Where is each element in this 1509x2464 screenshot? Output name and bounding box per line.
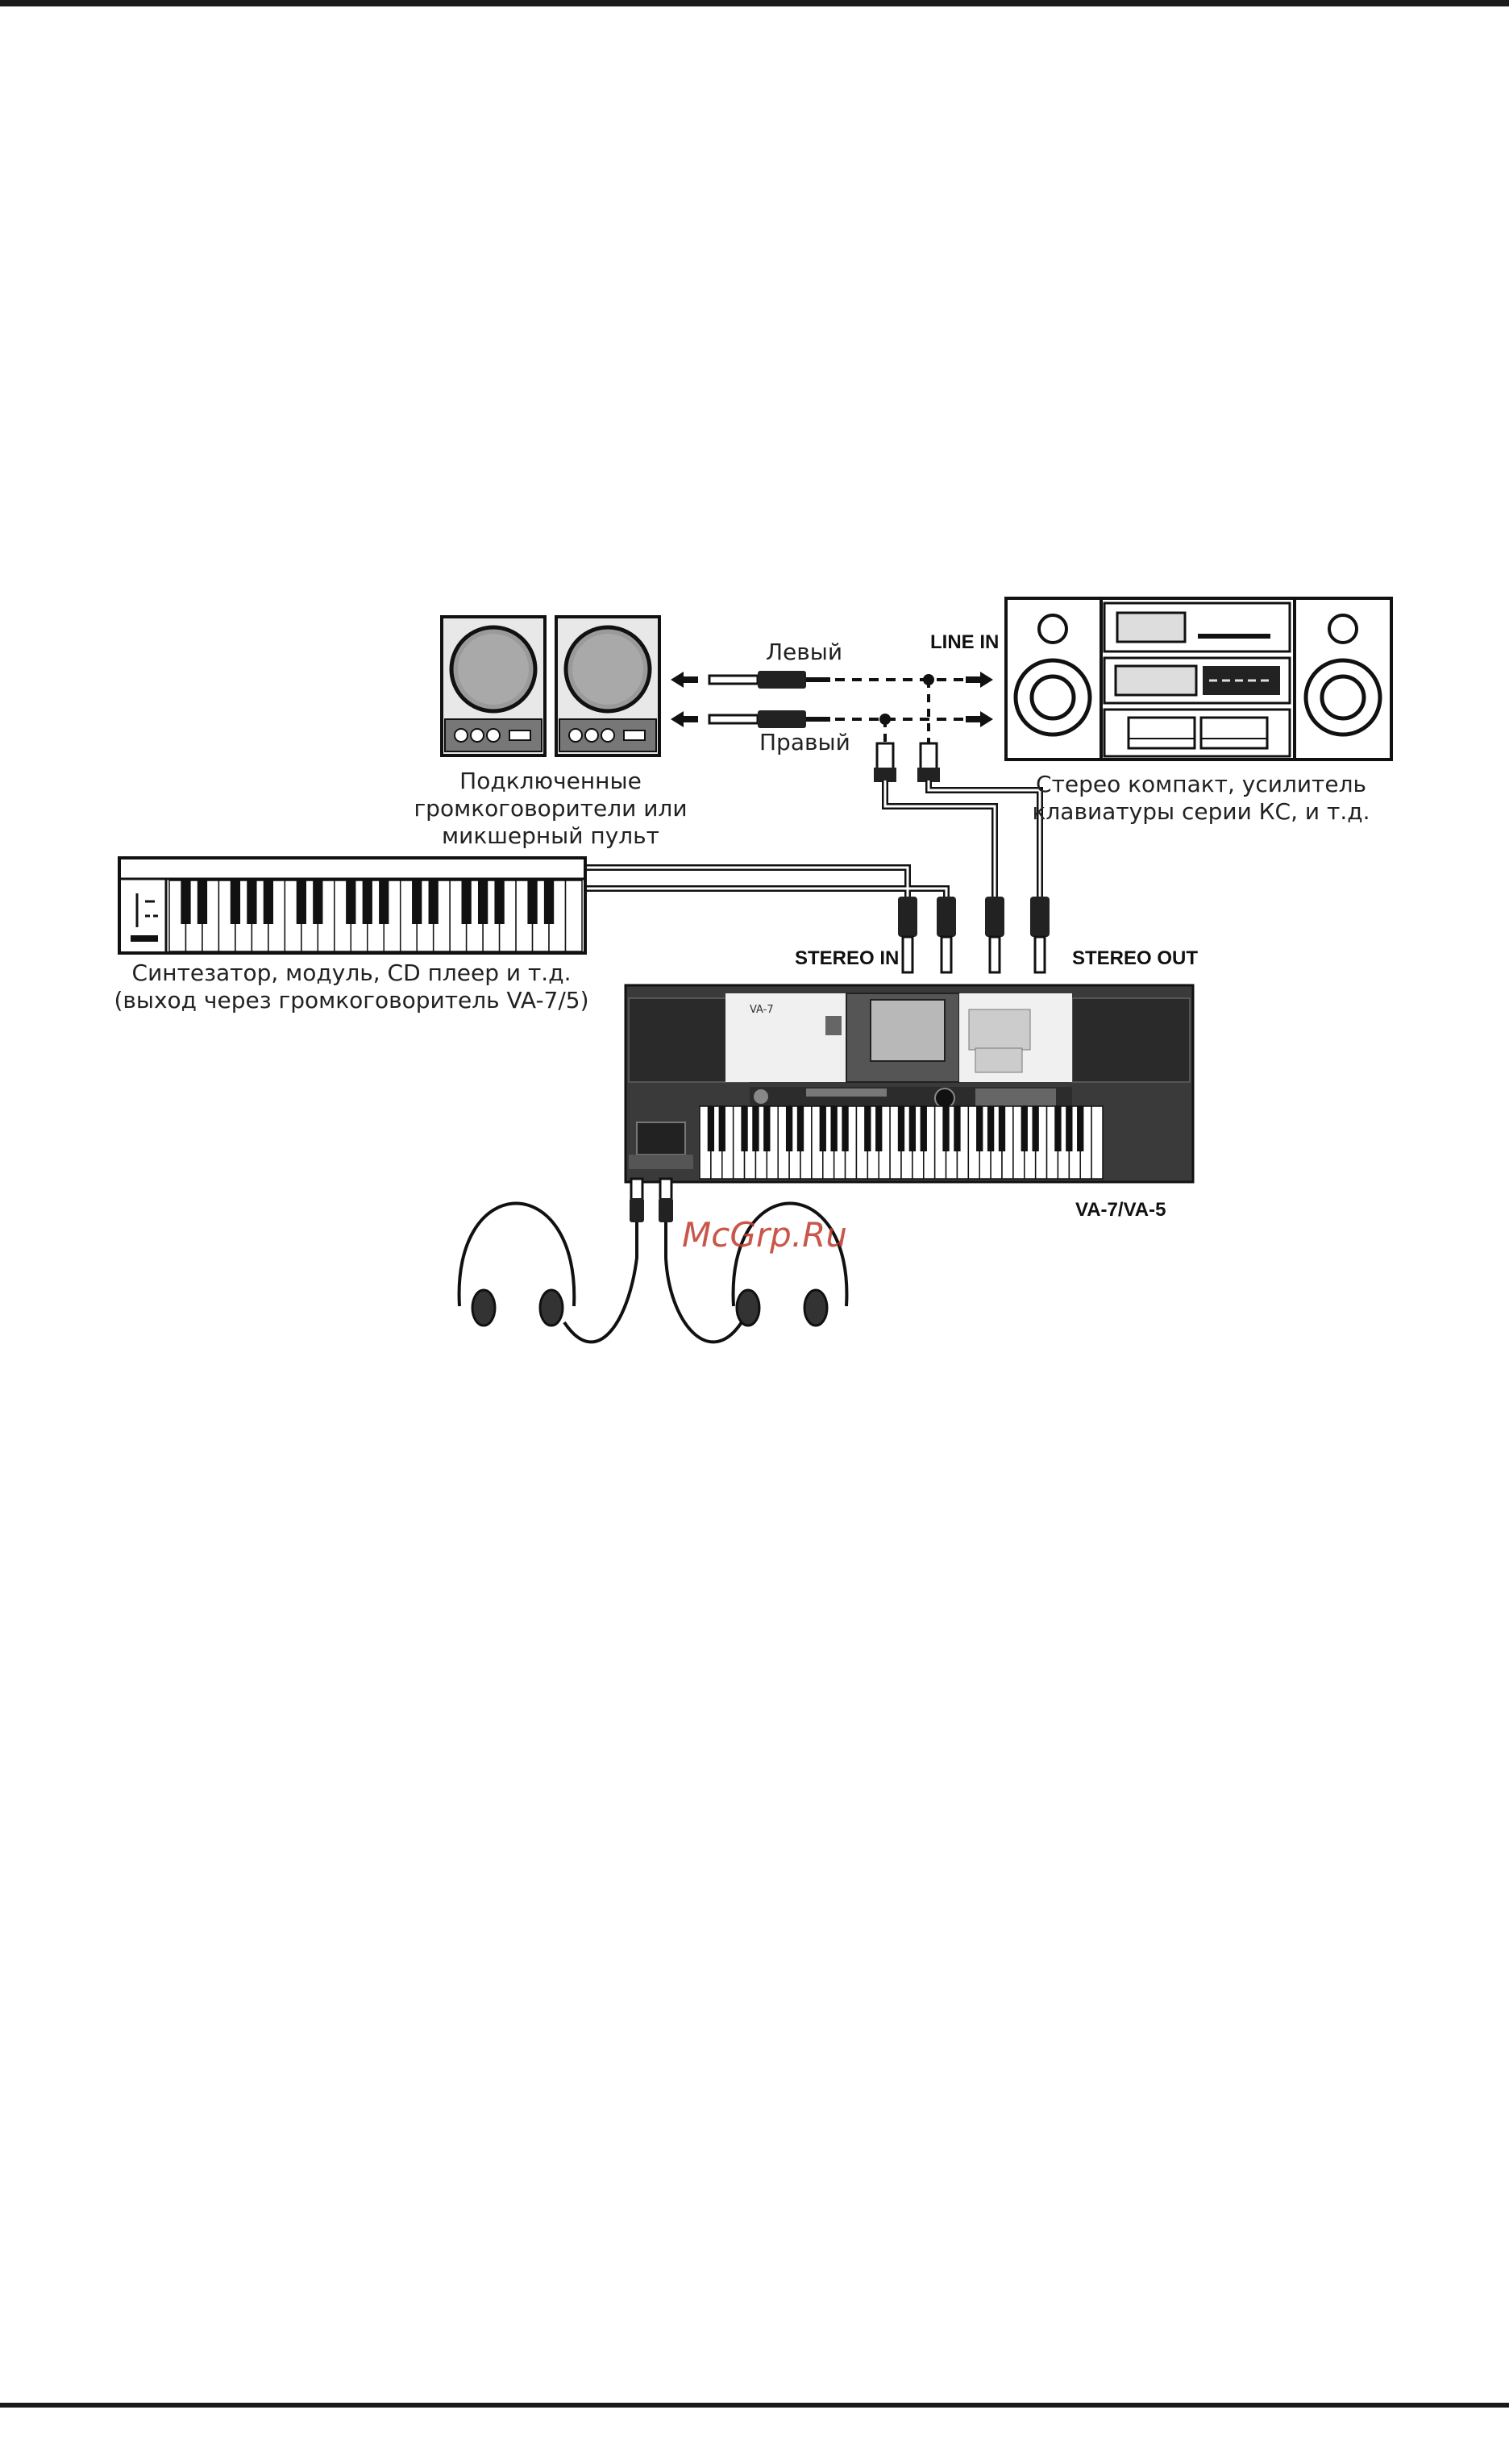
synth-keys	[169, 880, 582, 951]
black-key	[181, 880, 190, 924]
black-key	[264, 880, 273, 924]
headphone-left-earcup-l-icon	[472, 1290, 495, 1326]
black-key	[544, 880, 554, 924]
speaker-right-icon	[556, 617, 659, 755]
black-key	[1077, 1106, 1083, 1151]
external-synthesizer-icon	[119, 858, 585, 953]
black-key	[954, 1106, 960, 1151]
stereo-caption-1: Стерео компакт, усилитель	[1036, 771, 1366, 797]
black-key	[864, 1106, 871, 1151]
black-key	[247, 880, 256, 924]
white-key	[566, 880, 582, 951]
arrow-to-speakers-bottom-icon	[671, 711, 698, 727]
black-key	[1033, 1106, 1039, 1151]
black-key	[346, 880, 355, 924]
headphone-right-earcup-l-icon	[737, 1290, 759, 1326]
black-key	[987, 1106, 994, 1151]
black-key	[494, 880, 504, 924]
black-key	[313, 880, 322, 924]
speakers-caption-1: Подключенные	[459, 768, 642, 794]
label-model: VA-7/VA-5	[1075, 1199, 1166, 1221]
arrow-to-speakers-top-icon	[671, 672, 698, 688]
black-key	[909, 1106, 916, 1151]
black-key	[842, 1106, 848, 1151]
jack-plug-bottom-icon	[709, 710, 830, 728]
white-key	[1091, 1106, 1103, 1179]
black-key	[831, 1106, 838, 1151]
keyboard-plugs	[898, 897, 1050, 972]
stereo-left-speaker-icon	[1006, 598, 1101, 760]
black-key	[363, 880, 372, 924]
black-key	[461, 880, 471, 924]
stereo-in-plug-left-icon	[898, 897, 917, 972]
black-key	[1066, 1106, 1072, 1151]
rca-plugs	[874, 743, 940, 782]
stereo-system	[1006, 598, 1391, 760]
speaker-left-icon	[442, 617, 545, 755]
black-key	[297, 880, 306, 924]
black-key	[719, 1106, 725, 1151]
label-stereo-in: STEREO IN	[795, 947, 899, 969]
synth-caption-1: Синтезатор, модуль, CD плеер и т.д.	[132, 959, 572, 986]
black-key	[429, 880, 439, 924]
black-key	[478, 880, 488, 924]
stereo-in-cables	[582, 868, 946, 897]
synth-caption-2: (выход через громкоговоритель VA-7/5)	[114, 987, 588, 1013]
jack-plug-top-icon	[709, 671, 830, 689]
black-key	[898, 1106, 904, 1151]
headphone-right-earcup-r-icon	[804, 1290, 827, 1326]
black-key	[379, 880, 389, 924]
arrow-to-line-in-top-icon	[966, 672, 993, 688]
black-key	[708, 1106, 714, 1151]
stereo-out-plug-left-icon	[985, 897, 1004, 972]
stereo-caption-2: клавиатуры серии КС, и т.д.	[1033, 798, 1370, 825]
black-key	[820, 1106, 826, 1151]
label-right: Правый	[759, 729, 850, 755]
black-key	[752, 1106, 759, 1151]
black-key	[999, 1106, 1005, 1151]
watermark: McGrp.Ru	[682, 1215, 847, 1255]
black-key	[231, 880, 240, 924]
black-key	[797, 1106, 804, 1151]
powered-speakers	[442, 617, 659, 755]
speakers-caption-3: микшерный пульт	[442, 822, 659, 849]
black-key	[1054, 1106, 1061, 1151]
speakers-caption-2: громкоговорители или	[414, 795, 687, 822]
stereo-in-cables-inner	[582, 868, 946, 897]
stereo-right-speaker-icon	[1295, 598, 1391, 760]
black-key	[197, 880, 207, 924]
label-left: Левый	[766, 639, 842, 665]
headphone-plugs	[630, 1179, 673, 1222]
black-key	[942, 1106, 949, 1151]
stereo-out-plug-right-icon	[1030, 897, 1050, 972]
black-key	[763, 1106, 770, 1151]
black-key	[875, 1106, 882, 1151]
label-stereo-out: STEREO OUT	[1072, 947, 1198, 969]
headphone-earcups	[472, 1290, 827, 1326]
va7-brand-label: VA-7	[750, 1004, 774, 1016]
label-line-in: LINE IN	[930, 631, 999, 653]
stereo-in-plug-right-icon	[937, 897, 956, 972]
black-key	[1021, 1106, 1028, 1151]
black-key	[527, 880, 537, 924]
va7-keyboard-icon: VA-7	[626, 985, 1193, 1182]
black-key	[412, 880, 422, 924]
va7-keys	[700, 1106, 1103, 1179]
stereo-deck-icon	[1104, 603, 1290, 756]
headphone-left-earcup-r-icon	[540, 1290, 563, 1326]
arrow-to-line-in-bottom-icon	[966, 711, 993, 727]
black-key	[741, 1106, 747, 1151]
black-key	[786, 1106, 792, 1151]
black-key	[921, 1106, 927, 1151]
black-key	[976, 1106, 983, 1151]
